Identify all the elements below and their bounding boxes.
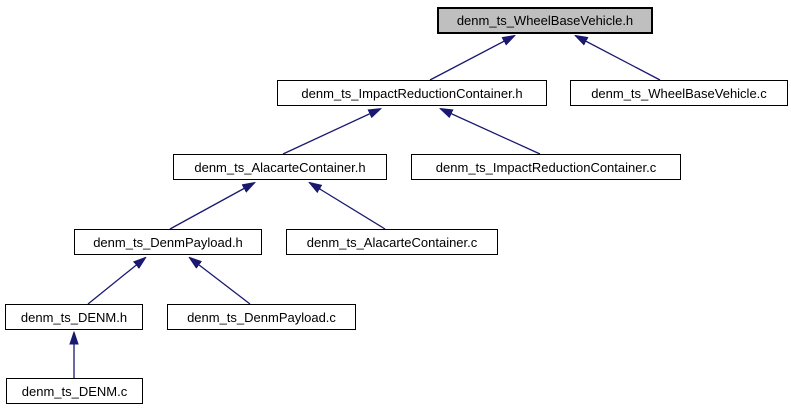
edge-denmpayload_h-to-alacartecontainer_h — [169, 183, 254, 230]
graph-node-denm_ts_denmpayload_c[interactable]: denm_ts_DenmPayload.c — [167, 304, 356, 330]
graph-node-denm_ts_wheelbasevehicle_c[interactable]: denm_ts_WheelBaseVehicle.c — [570, 80, 788, 106]
edge-alacartecontainer_h-to-impactreductioncontainer_h — [282, 109, 380, 155]
graph-node-denm_ts_denmpayload_h[interactable]: denm_ts_DenmPayload.h — [74, 229, 262, 255]
graph-node-denm_ts_wheelbasevehicle_h: denm_ts_WheelBaseVehicle.h — [437, 7, 653, 34]
graph-node-denm_ts_denm_c[interactable]: denm_ts_DENM.c — [6, 378, 143, 404]
edge-wheelbasevehicle_c-to-wheelbasevehicle_h — [576, 36, 661, 81]
graph-node-denm_ts_impactreductioncontainer_h[interactable]: denm_ts_ImpactReductionContainer.h — [277, 80, 547, 106]
graph-node-denm_ts_alacartecontainer_c[interactable]: denm_ts_AlacarteContainer.c — [286, 229, 498, 255]
edge-impactreductioncontainer_c-to-impactreductioncontainer_h — [441, 109, 541, 155]
graph-node-denm_ts_alacartecontainer_h[interactable]: denm_ts_AlacarteContainer.h — [173, 154, 387, 180]
graph-node-denm_ts_denm_h[interactable]: denm_ts_DENM.h — [5, 304, 143, 330]
edge-denm_h-to-denmpayload_h — [87, 258, 145, 305]
edge-impactreductioncontainer_h-to-wheelbasevehicle_h — [429, 36, 514, 81]
edge-denmpayload_c-to-denmpayload_h — [190, 258, 251, 305]
graph-node-denm_ts_impactreductioncontainer_c[interactable]: denm_ts_ImpactReductionContainer.c — [411, 154, 681, 180]
edge-alacartecontainer_c-to-alacartecontainer_h — [310, 183, 386, 230]
